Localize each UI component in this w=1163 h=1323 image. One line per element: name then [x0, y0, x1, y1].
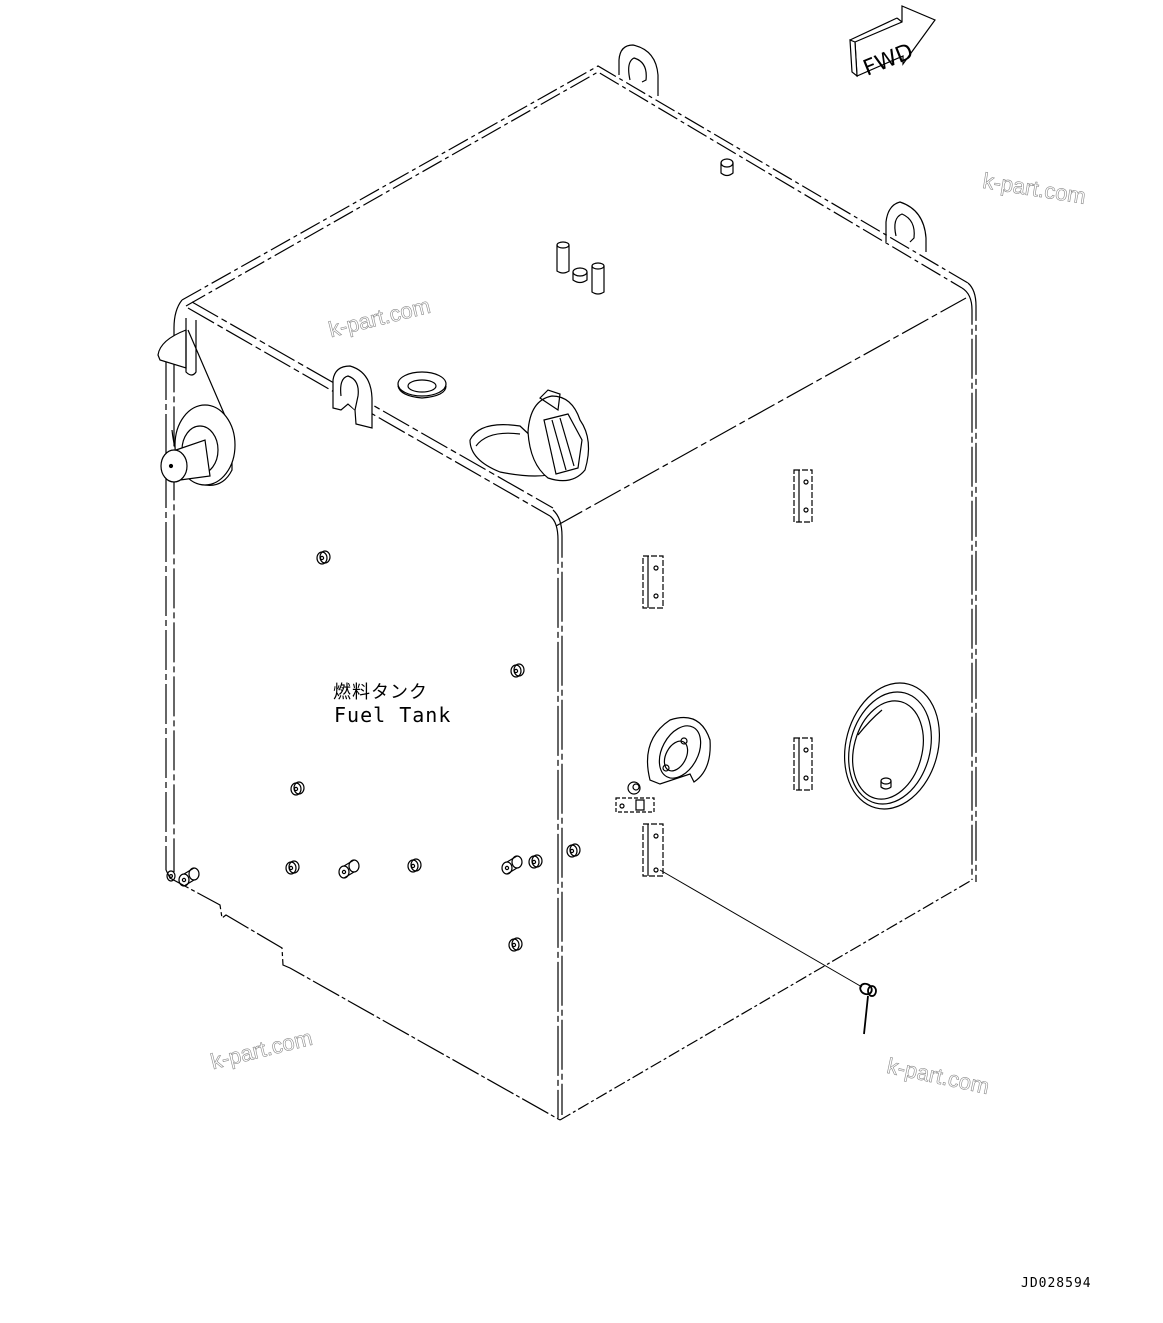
breather-fittings [557, 159, 733, 294]
lifting-eye-front-left [333, 366, 372, 428]
mounting-pads [167, 551, 580, 951]
clip-tabs [643, 470, 812, 876]
filler-neck-ring [398, 372, 446, 398]
drawing-id: JD028594 [1021, 1276, 1092, 1291]
lifting-eye-top-right [886, 202, 926, 252]
side-port-plug [161, 405, 235, 485]
inspection-cover [831, 672, 953, 819]
tank-title-japanese: 燃料タンク [333, 682, 428, 703]
level-gauge-flange [648, 718, 711, 786]
lifting-eye-top-rear [619, 45, 658, 96]
drain-cock-leader [660, 870, 876, 1034]
fuel-tank-body [166, 66, 976, 1120]
filler-cap [470, 390, 589, 481]
fwd-arrow-icon: FWD [850, 6, 935, 82]
sensor-clip [616, 782, 654, 812]
tank-title-english: Fuel Tank [334, 703, 452, 727]
